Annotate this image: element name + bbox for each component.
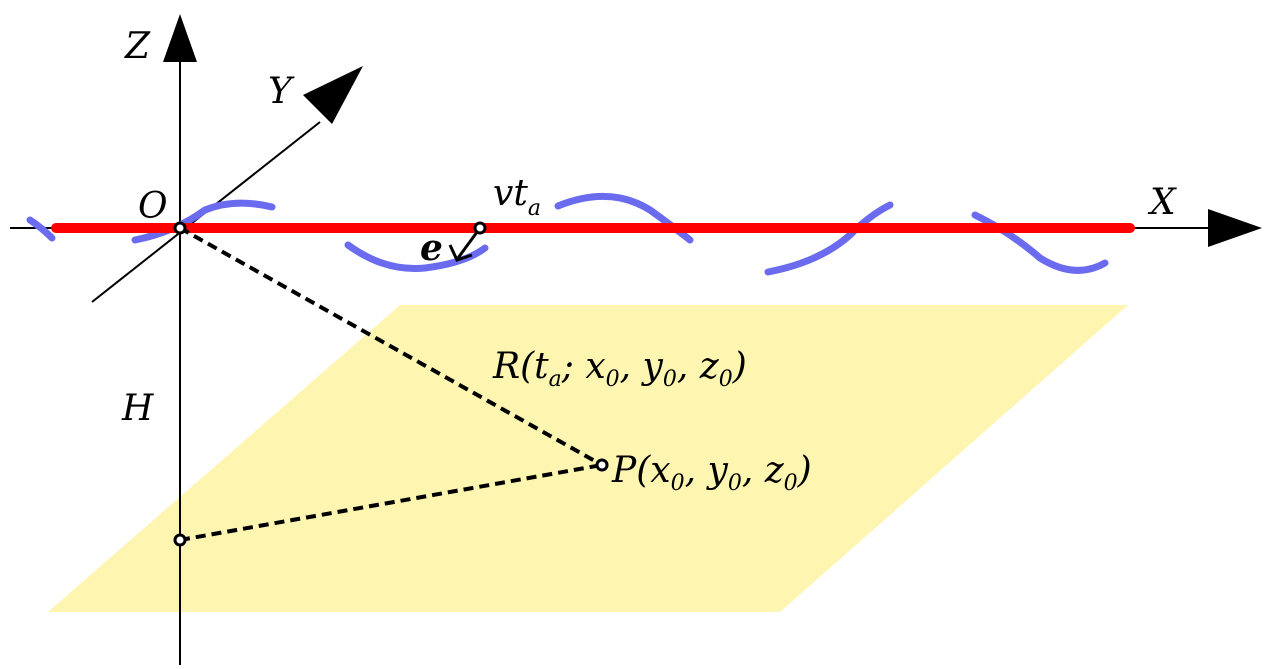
p-z: , z <box>742 450 785 491</box>
velocity-label: vta <box>493 173 541 221</box>
p-sub-y: 0 <box>728 471 742 496</box>
y-axis-label: Y <box>268 71 295 112</box>
velocity-sub: a <box>528 196 541 221</box>
point-p: P(x <box>611 450 671 491</box>
range-sub-y: 0 <box>663 367 677 392</box>
wave-trajectory <box>26 193 1109 276</box>
p-sub-z: 0 <box>784 471 798 496</box>
z-axis-arrow <box>163 14 197 62</box>
p-sub-x: 0 <box>671 471 685 496</box>
range-mid: ; x <box>561 346 606 387</box>
platform-point <box>473 221 487 235</box>
velocity-main: vt <box>493 173 528 214</box>
x-axis-label: X <box>1147 182 1177 223</box>
p-y: , y <box>685 450 729 491</box>
range-sub-x: 0 <box>606 367 620 392</box>
height-label: H <box>121 388 154 429</box>
unit-vector-arrowhead <box>448 244 473 262</box>
point-p-label: P(x0, y0, z0) <box>611 450 812 496</box>
origin-label: O <box>138 186 168 227</box>
range-z: , z <box>677 346 720 387</box>
target-point <box>595 458 609 472</box>
ground-line <box>179 463 603 542</box>
nadir-point <box>173 533 187 547</box>
range-sub-z: 0 <box>719 367 733 392</box>
y-axis-arrow <box>303 66 363 124</box>
range-line <box>179 226 603 467</box>
z-axis-label: Z <box>124 26 151 67</box>
unit-vector-label: e <box>420 227 443 269</box>
range-sub-a: a <box>549 367 562 392</box>
range-close: ) <box>732 346 747 387</box>
origin-point <box>173 221 187 235</box>
range-r: R(t <box>492 346 549 387</box>
x-axis-arrow <box>1208 209 1262 247</box>
p-close: ) <box>797 450 812 491</box>
range-y: , y <box>620 346 664 387</box>
range-label: R(ta; x0, y0, z0) <box>492 346 747 392</box>
